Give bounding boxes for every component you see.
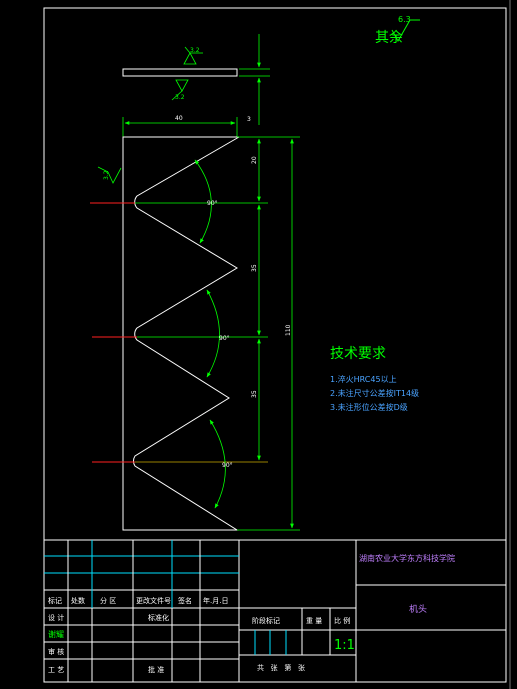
width-dimension: 40 (122, 115, 238, 137)
header-change-doc: 更改文件号 (136, 596, 171, 605)
roughness-other-label: 其余 (375, 29, 403, 46)
tech-title: 技术要求 (330, 346, 386, 362)
header-sign: 签名 (178, 596, 192, 605)
top-roughness-value: 3.2 (190, 47, 200, 54)
title-block-text: 标记 处数 分 区 更改文件号 签名 年.月.日 设 计 标准化 谢耀 审 核 … (48, 553, 455, 674)
total-height-dim: 110 (285, 324, 292, 336)
seg-3-dim: 35 (251, 390, 258, 398)
header-zone: 分 区 (100, 596, 116, 605)
seg-2-dim: 35 (251, 264, 258, 272)
review-label: 审 核 (48, 647, 64, 656)
thickness-dim: 3 (247, 116, 251, 123)
weight-label: 重 量 (306, 617, 322, 625)
plate-side-view: 3.2 3.2 3 (122, 34, 270, 125)
standard-label: 标准化 (148, 613, 169, 622)
scale-value: 1:1 (334, 638, 355, 653)
outer-frame (43, 7, 507, 683)
angle-2: 90° (219, 335, 230, 342)
center-lines (90, 136, 300, 531)
angle-3: 90° (222, 462, 233, 469)
left-roughness-value: 3.2 (103, 170, 110, 180)
vertical-dimensions: 20 35 35 110 (251, 138, 294, 529)
tech-item-2: 2.未注尺寸公差按IT14级 (330, 388, 419, 398)
seg-top-dim: 20 (251, 156, 258, 164)
approve-label: 批 准 (148, 665, 164, 674)
technical-requirements: 技术要求 1.淬火HRC45以上 2.未注尺寸公差按IT14级 3.未注形位公差… (330, 346, 419, 412)
bottom-roughness-value: 3.2 (175, 94, 185, 101)
stage-mark-label: 阶段标记 (252, 616, 280, 625)
part-name: 机头 (409, 603, 427, 615)
school-name: 湖南农业大学东方科技学院 (359, 553, 455, 563)
header-date: 年.月.日 (203, 596, 228, 605)
title-block (43, 539, 507, 683)
tech-item-1: 1.淬火HRC45以上 (330, 374, 397, 384)
part-outline (122, 136, 240, 531)
tech-item-3: 3.未注形位公差按D级 (330, 402, 408, 412)
angle-1: 90° (207, 200, 218, 207)
process-label: 工 艺 (48, 666, 64, 674)
roughness-other-value: 6.3 (398, 15, 411, 24)
roughness-other: 其余 6.3 (375, 15, 420, 46)
design-label: 设 计 (48, 613, 64, 622)
designer-name: 谢耀 (48, 629, 64, 639)
header-count: 处数 (71, 596, 85, 605)
angle-dimensions: 90° 90° 90° (194, 159, 233, 509)
width-dim: 40 (175, 115, 183, 122)
part-front-view: 3.2 (97, 136, 240, 531)
scale-label: 比 例 (334, 616, 350, 625)
header-mark: 标记 (48, 596, 62, 605)
sheet-info: 共 张 第 张 (257, 663, 305, 672)
